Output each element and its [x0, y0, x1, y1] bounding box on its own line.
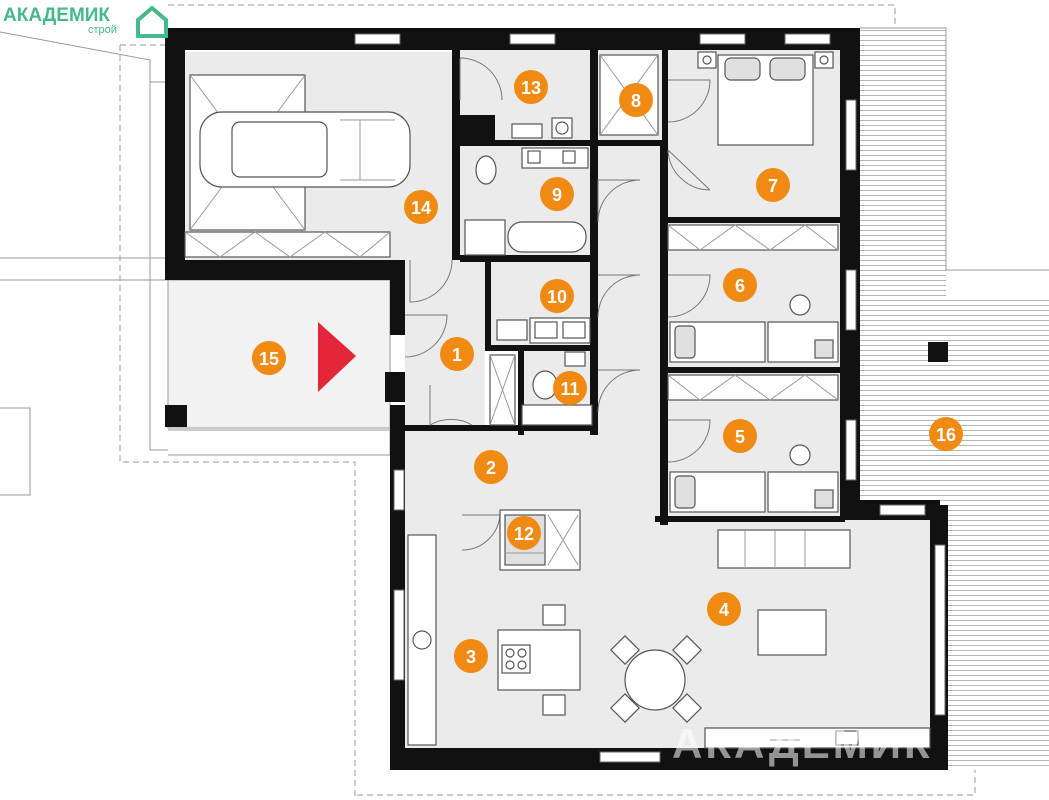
room-badge-circle [707, 592, 741, 626]
windows [354, 33, 946, 763]
room-number-label: 5 [735, 427, 745, 447]
logo-sub: строй [88, 24, 117, 36]
room-badge-2: 2 [474, 450, 508, 484]
room-number-label: 8 [631, 91, 641, 111]
bedroom-master-fixtures [697, 51, 834, 146]
room-number-label: 3 [466, 647, 476, 667]
room-badge-circle [514, 70, 548, 104]
room-number-label: 15 [259, 349, 279, 369]
room-badge-circle [723, 419, 757, 453]
room-badge-15: 15 [252, 341, 286, 375]
logo: АКАДЕМИК строй [3, 5, 168, 38]
room-number-label: 6 [735, 276, 745, 296]
terrace-decking [860, 27, 1049, 770]
room-badge-circle [619, 83, 653, 117]
room-badge-11: 11 [553, 371, 587, 405]
house-icon [136, 5, 168, 38]
room-badge-circle [454, 639, 488, 673]
room-number-label: 7 [768, 176, 778, 196]
room-badge-5: 5 [723, 419, 757, 453]
room-badge-10: 10 [540, 279, 574, 313]
room-badge-8: 8 [619, 83, 653, 117]
room-badge-circle [929, 417, 963, 451]
room-badge-6: 6 [723, 268, 757, 302]
room-badge-circle [540, 177, 574, 211]
room-badge-circle [756, 168, 790, 202]
bedroom-6-fixtures [667, 224, 839, 363]
room-number-label: 11 [560, 379, 579, 399]
room-number-label: 9 [552, 185, 562, 205]
room-badge-4: 4 [707, 592, 741, 626]
room-badge-circle [474, 450, 508, 484]
room-badge-circle [440, 337, 474, 371]
room-badge-7: 7 [756, 168, 790, 202]
room-badge-12: 12 [507, 516, 541, 550]
room-badge-circle [553, 371, 587, 405]
logo-name: АКАДЕМИК [3, 5, 110, 26]
room-number-label: 10 [547, 287, 567, 307]
room-badge-circle [723, 268, 757, 302]
car-icon [199, 111, 411, 188]
room-badge-1: 1 [440, 337, 474, 371]
room-badge-circle [252, 341, 286, 375]
room-number-label: 16 [936, 425, 956, 445]
room-badge-circle [540, 279, 574, 313]
bathroom-fixtures [464, 117, 593, 426]
room-badge-circle [404, 190, 438, 224]
watermark-text: АКАДЕМИК [672, 720, 933, 767]
entrance-arrow [318, 322, 356, 392]
room-badge-13: 13 [514, 70, 548, 104]
room-badge-circle [507, 516, 541, 550]
kitchen-fixtures [407, 534, 581, 746]
room-badge-16: 16 [929, 417, 963, 451]
living-fixtures [610, 529, 931, 749]
room-badge-14: 14 [404, 190, 438, 224]
room-badge-3: 3 [454, 639, 488, 673]
bedroom-5-fixtures [667, 374, 839, 513]
room-number-label: 12 [514, 524, 534, 544]
room-number-label: 1 [452, 345, 462, 365]
room-badge-9: 9 [540, 177, 574, 211]
room-number-label: 14 [411, 198, 431, 218]
room-number-label: 13 [521, 78, 541, 98]
room-number-label: 2 [486, 458, 496, 478]
room-number-label: 4 [719, 600, 729, 620]
